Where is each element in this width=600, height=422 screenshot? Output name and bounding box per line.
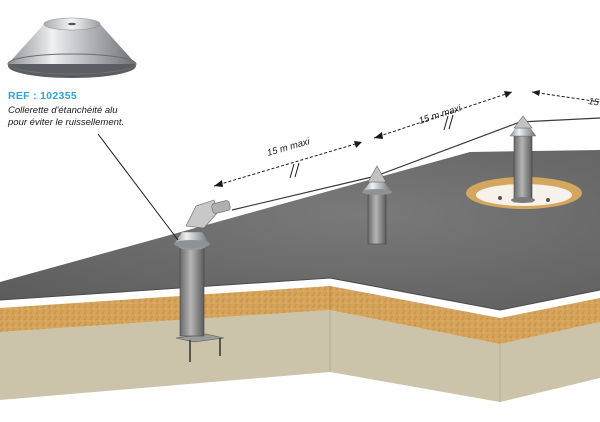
product-description-line-1: Collerette d'étanchéité alu xyxy=(8,105,118,116)
dimension-span-2: 15 m maxi xyxy=(373,91,513,139)
cable-tensioner xyxy=(185,199,231,229)
product-description-line-2: pour éviter le ruissellement. xyxy=(8,117,125,128)
dimension-span-1: 15 m maxi xyxy=(213,136,363,187)
sealing-collar-on-post xyxy=(173,231,211,248)
anchor-post-front xyxy=(173,199,231,337)
caption-leader-line xyxy=(97,133,179,241)
concrete-slab xyxy=(0,310,600,402)
dimension-span-3: 15 xyxy=(531,90,600,109)
dimension-label-2: 15 m maxi xyxy=(418,103,464,127)
dimension-label-1: 15 m maxi xyxy=(266,136,312,159)
roof-surface xyxy=(0,150,600,311)
dimension-label-3: 15 xyxy=(588,96,600,108)
lifeline-cable xyxy=(231,117,600,211)
insulation-layer xyxy=(0,286,600,344)
anchor-post-middle xyxy=(361,165,393,245)
collar-product-image xyxy=(7,17,137,78)
product-description: Collerette d'étanchéité alu pour éviter … xyxy=(8,105,124,129)
product-reference: REF : 102355 xyxy=(8,90,77,102)
anchor-post-back xyxy=(498,115,550,203)
